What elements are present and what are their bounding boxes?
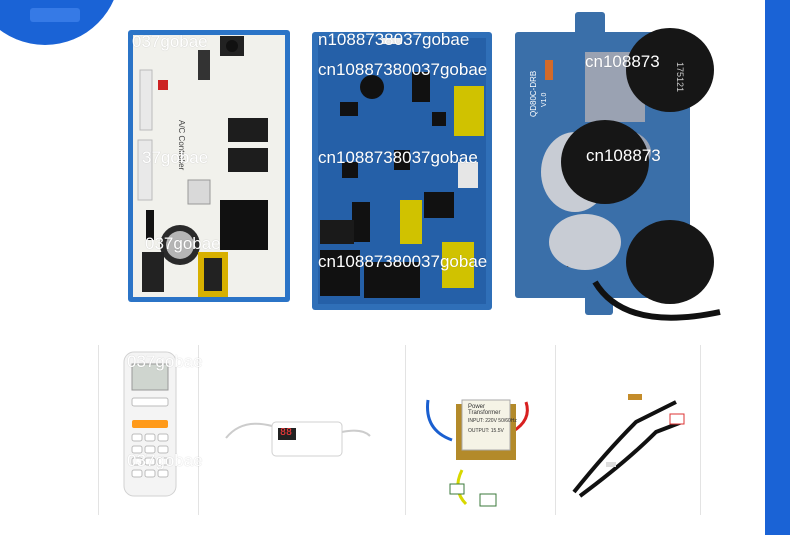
transformer-output: OUTPUT: 15.5V [468,428,504,434]
board-label: A/C Controller [177,120,186,171]
board-model-label: QD80C-DRB [529,70,538,117]
transformer-input: INPUT: 220V 50/60Hz [468,418,517,424]
inverter-driver-board [312,32,492,310]
corner-brand-badge [0,0,120,45]
panel-divider [198,345,199,515]
temperature-sensor-cables [566,392,690,502]
receiver-display: 88 [280,427,293,438]
right-brand-bar [765,0,790,535]
panel-divider [405,345,406,515]
panel-divider [555,345,556,515]
power-transformer: Power Transformer INPUT: 220V 50/60Hz OU… [422,380,534,512]
panel-divider [98,345,99,515]
capacitor-board: QD80C-DRB V1.0 175121 [515,12,735,347]
display-receiver-board: 88 [222,418,372,460]
badge-mark [30,8,80,22]
capacitor-text: 175121 [675,62,685,93]
ac-controller-board: A/C Controller [128,30,290,302]
transformer-title: Power Transformer [468,404,501,416]
panel-divider [700,345,701,515]
board-version-label: V1.0 [541,92,548,107]
remote-control [120,350,180,498]
